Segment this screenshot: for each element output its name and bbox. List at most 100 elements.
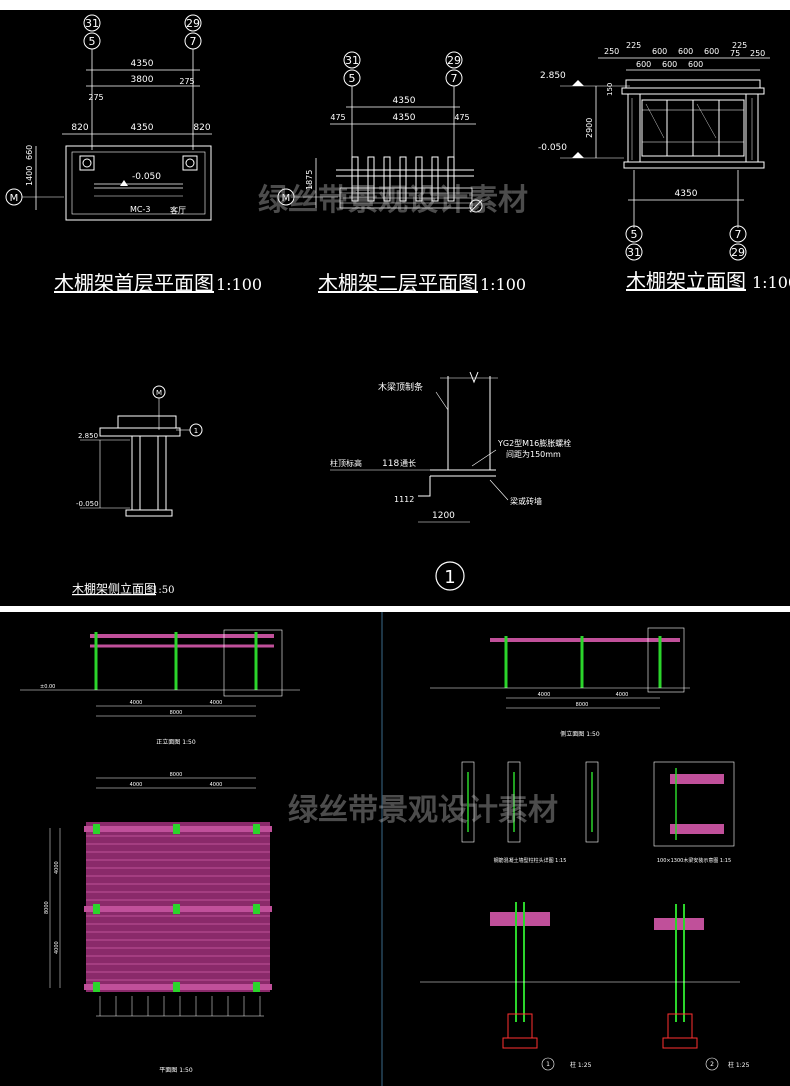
plan-caption: 平面图 1:50 <box>159 1067 193 1074</box>
axis-bubble <box>445 51 463 69</box>
dim-label: 1875 <box>305 170 314 190</box>
dim-label: 1200 <box>432 511 455 521</box>
door-label: MC-3 <box>130 205 150 214</box>
side-caption: 侧立面图 1:50 <box>560 730 600 738</box>
top-sheet-svg: 31 5 29 7 4350 3800 275 275 820 4350 820… <box>5 14 790 596</box>
elevation-scale: 1:100 <box>752 273 790 292</box>
detail-caption: 柱 1:25 <box>728 1061 750 1069</box>
detail-label: 木梁顶制条 <box>378 381 423 393</box>
dim-label: 8000 <box>170 710 183 716</box>
dim-label: 4350 <box>675 189 698 199</box>
elevation-drawing: 250 225 600 600 600 225 600 600 600 7 5 2… <box>538 41 770 261</box>
dim-label: 600 <box>704 47 719 56</box>
front-caption: 正立面图 1:50 <box>156 738 196 746</box>
bottom-sheet-svg: ±0.00 4000 4000 8000 正立面图 1:50 4000 4000… <box>20 612 750 1086</box>
detail-label: 间距为150mm <box>506 449 561 459</box>
dim-label: 600 <box>652 47 667 56</box>
dim-label: 4350 <box>131 59 154 69</box>
dim-label: 600 <box>688 60 703 69</box>
detail-caption: 柱 1:25 <box>570 1061 592 1069</box>
detail-label: 通长 <box>400 458 416 468</box>
dim-label: 475 <box>330 113 345 122</box>
dim-label: 150 <box>606 83 614 96</box>
axis-label: 31 <box>345 54 359 67</box>
axis-label: M <box>156 389 162 397</box>
detail-label: 柱顶标高 <box>330 458 362 468</box>
dim-label: 820 <box>71 123 88 133</box>
axis-label: 7 <box>190 35 197 48</box>
dim-label: 4000 <box>210 782 223 788</box>
level-label: ±0.00 <box>40 684 55 690</box>
axis-label: 5 <box>349 72 356 85</box>
plan2-scale: 1:100 <box>480 275 526 294</box>
plan1-title: 木棚架首层平面图 <box>54 271 214 295</box>
detail-label: 梁或砖墙 <box>510 496 542 506</box>
axis-label: 7 <box>735 228 742 241</box>
top-drawing-sheet: 31 5 29 7 4350 3800 275 275 820 4350 820… <box>0 10 790 606</box>
axis-bubble <box>184 14 202 32</box>
dim-label: 4000 <box>538 692 551 698</box>
dim-label: 4350 <box>131 123 154 133</box>
plan-view: 4000 4000 8000 4000 <box>44 772 272 1074</box>
dim-label: 820 <box>193 123 210 133</box>
axis-bubble <box>729 225 747 243</box>
room-label: 客厅 <box>170 205 186 215</box>
level-bottom: -0.050 <box>538 143 567 153</box>
dim-label: 600 <box>636 60 651 69</box>
dim-label: 4000 <box>130 700 143 706</box>
detail-number: 2 <box>710 1061 714 1068</box>
watermark: 绿丝带景观设计素材 <box>258 183 528 218</box>
plan1-scale: 1:100 <box>216 275 262 294</box>
dim-label: 1400 <box>25 166 34 186</box>
dim-label: 4000 <box>54 861 60 874</box>
detail-1-drawing: 木梁顶制条 YG2型M16膨胀螺栓 间距为150mm 柱顶标高 118 通长 梁… <box>330 371 571 523</box>
dim-label: 1112 <box>394 495 414 504</box>
dim-label: 600 <box>662 60 677 69</box>
dim-label: 4000 <box>130 782 143 788</box>
dim-label: 250 <box>750 49 765 58</box>
axis-bubble <box>625 243 643 261</box>
detail-ref: 1 <box>194 427 198 435</box>
side-elevation-bottom: 4000 4000 8000 侧立面图 1:50 <box>430 627 690 738</box>
dim-label: 3800 <box>131 75 154 85</box>
axis-bubble <box>729 243 747 261</box>
axis-bubble <box>625 225 643 243</box>
dim-label: 4000 <box>210 700 223 706</box>
dim-label: 225 <box>626 41 641 50</box>
plan1-drawing: 31 5 29 7 4350 3800 275 275 820 4350 820… <box>5 14 212 221</box>
dim-label: 225 <box>732 41 747 50</box>
dim-label: 660 <box>25 145 34 160</box>
dim-label: 250 <box>604 47 619 56</box>
detail-bubble <box>541 1057 555 1071</box>
axis-bubble <box>5 188 23 206</box>
plan2-title: 木棚架二层平面图 <box>318 271 478 295</box>
axis-bubble <box>83 14 101 32</box>
dim-label: 600 <box>678 47 693 56</box>
dim-label: 4350 <box>393 113 416 123</box>
side-title: 木棚架侧立面图 <box>72 581 156 596</box>
detail-caption: 钢筋混凝土墙型柱柱头详图 1:15 <box>494 857 567 864</box>
level-top: 2.850 <box>78 432 98 440</box>
elevation-title: 木棚架立面图 <box>626 269 746 293</box>
detail-number: 1 <box>444 567 455 588</box>
detail-drawings: 钢筋混凝土墙型柱柱头详图 1:15 100×1300木梁安装示意图 1:15 1… <box>420 761 750 1071</box>
detail-bubble <box>705 1057 719 1071</box>
level-bottom: -0.050 <box>76 500 99 508</box>
axis-label: 31 <box>627 246 641 259</box>
watermark: 绿丝带景观设计素材 <box>288 793 558 828</box>
axis-label: 31 <box>85 17 99 30</box>
dim-label: 275 <box>179 77 194 86</box>
dim-label: 8000 <box>576 702 589 708</box>
dim-label: 4000 <box>616 692 629 698</box>
axis-label: 5 <box>89 35 96 48</box>
axis-bubble <box>277 188 295 206</box>
front-elevation: ±0.00 4000 4000 8000 正立面图 1:50 <box>20 629 300 746</box>
axis-label: 7 <box>451 72 458 85</box>
plan2-drawing: 31 5 29 7 4350 475 4350 475 1875 M <box>277 51 483 213</box>
detail-number-bubble <box>435 561 465 591</box>
axis-label: 29 <box>731 246 745 259</box>
detail-caption: 100×1300木梁安装示意图 1:15 <box>657 857 731 864</box>
axis-label: 5 <box>631 228 638 241</box>
dim-label: 118 <box>382 459 399 469</box>
level-label: -0.050 <box>132 172 161 182</box>
